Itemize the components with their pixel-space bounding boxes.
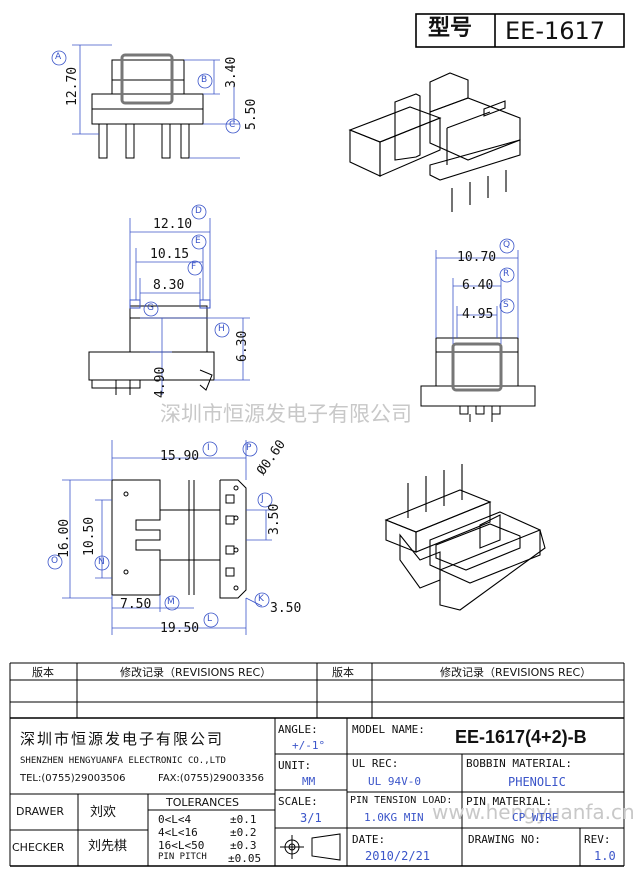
- revisions-grid: [9, 662, 625, 866]
- marker-l: L: [207, 614, 213, 624]
- marker-s: S: [503, 300, 509, 310]
- company-name-zh: 深圳市恒源发电子有限公司: [20, 730, 225, 748]
- rev-label: REV:: [584, 833, 611, 846]
- dim-top-top: 3.40: [224, 56, 239, 88]
- tol-range-1: 4<L<16: [158, 826, 198, 839]
- ul-rec-label: UL REC:: [352, 757, 399, 770]
- date-label: DATE:: [352, 833, 386, 846]
- dim-bottom-h-total: 16.00: [57, 518, 72, 558]
- unit-value: MM: [302, 775, 316, 788]
- marker-e: E: [195, 236, 201, 246]
- dim-bottom-pitch: 3.50: [267, 503, 282, 535]
- dim-bottom-w-top: 15.90: [160, 449, 200, 464]
- drawer-label: DRAWER: [16, 805, 65, 818]
- marker-r: R: [503, 269, 510, 279]
- pin-tension-label: PIN TENSION LOAD:: [350, 795, 453, 806]
- watermark-center: 深圳市恒源发电子有限公司: [160, 402, 412, 426]
- dim-top-height: 12.70: [65, 66, 80, 106]
- marker-a: A: [55, 52, 62, 62]
- rev-col-version-1: 版本: [32, 666, 54, 679]
- header-label: 型号: [428, 16, 473, 41]
- tol-range-2: 16<L<50: [158, 839, 205, 852]
- dim-bottom-h-mid: 10.50: [82, 516, 97, 556]
- rev-col-record-2: 修改记录（REVISIONS REC）: [440, 666, 592, 679]
- tol-value-1: ±0.2: [230, 826, 257, 839]
- dim-front-w2: 10.15: [150, 247, 190, 262]
- model-name-value: EE-1617(4+2)-B: [455, 727, 587, 747]
- marker-b: B: [201, 75, 208, 85]
- top-view: [91, 53, 204, 159]
- pin-material-label: PIN MATERIAL:: [466, 795, 553, 808]
- dim-front-h1: 6.30: [235, 330, 250, 362]
- pin-material-value: CP WIRE: [512, 811, 559, 824]
- tol-value-3: ±0.05: [228, 852, 262, 865]
- bobbin-material-value: PHENOLIC: [508, 775, 566, 789]
- dim-bottom-w-bottom: 19.50: [160, 621, 200, 636]
- dim-top-pin: 5.50: [244, 98, 259, 130]
- bobbin-material-label: BOBBIN MATERIAL:: [466, 757, 572, 770]
- marker-n: N: [98, 557, 105, 567]
- right-view: [420, 337, 536, 422]
- dim-right-w1: 10.70: [457, 250, 497, 265]
- title-grid: [10, 718, 624, 867]
- dim-right-w3: 4.95: [462, 307, 494, 322]
- marker-o: O: [51, 556, 59, 566]
- ul-rec-value: UL 94V-0: [368, 775, 421, 788]
- header-model: EE-1617: [505, 17, 606, 45]
- angle-value: +/-1°: [292, 739, 326, 752]
- checker-label: CHECKER: [12, 841, 65, 854]
- dim-front-h2: 4.90: [153, 366, 168, 398]
- marker-g: G: [147, 303, 154, 313]
- front-view: [88, 299, 215, 395]
- tolerances-title: TOLERANCES: [166, 796, 240, 809]
- drawing-no-label: DRAWING NO:: [468, 833, 541, 846]
- dim-front-w3: 8.30: [153, 278, 185, 293]
- tol-range-0: 0<L<4: [158, 813, 192, 826]
- marker-f: F: [191, 262, 197, 272]
- pin-tension-value: 1.0KG MIN: [364, 811, 424, 824]
- drawer-name: 刘欢: [90, 805, 117, 820]
- marker-q: Q: [503, 240, 511, 250]
- marker-p: P: [246, 443, 252, 453]
- rev-col-version-2: 版本: [332, 666, 354, 679]
- tol-value-2: ±0.3: [230, 839, 257, 852]
- watermark-corner: www.hengyuanfa.cn: [432, 800, 635, 824]
- tol-value-0: ±0.1: [230, 813, 257, 826]
- iso-view-bottom: [384, 464, 546, 611]
- company-name-en: SHENZHEN HENGYUANFA ELECTRONIC CO.,LTD: [20, 756, 226, 766]
- company-tel: TEL:(0755)29003506: [20, 773, 126, 784]
- rev-value: 1.0: [594, 849, 616, 863]
- marker-h: H: [218, 324, 225, 334]
- marker-k: K: [258, 594, 264, 604]
- scale-label: SCALE:: [278, 795, 318, 808]
- scale-value: 3/1: [300, 811, 322, 825]
- marker-j: J: [261, 494, 264, 504]
- date-value: 2010/2/21: [365, 849, 431, 863]
- checker-name: 刘先棋: [88, 839, 128, 854]
- marker-d: D: [195, 206, 202, 216]
- dim-right-w2: 6.40: [462, 278, 494, 293]
- dim-front-w1: 12.10: [153, 217, 193, 232]
- tol-range-3: PIN PITCH: [158, 852, 207, 862]
- company-fax: FAX:(0755)29003356: [158, 773, 265, 784]
- bottom-view: [111, 479, 247, 599]
- dim-bottom-w-mid: 7.50: [120, 597, 152, 612]
- angle-label: ANGLE:: [278, 723, 318, 736]
- marker-c: C: [229, 120, 236, 130]
- marker-i: I: [207, 443, 210, 453]
- model-name-label: MODEL NAME:: [352, 723, 425, 736]
- unit-label: UNIT:: [278, 759, 312, 772]
- dim-bottom-pitch2: 3.50: [270, 601, 302, 616]
- iso-view-top: [348, 72, 521, 212]
- marker-m: M: [167, 597, 175, 607]
- rev-col-record-1: 修改记录（REVISIONS REC）: [120, 666, 272, 679]
